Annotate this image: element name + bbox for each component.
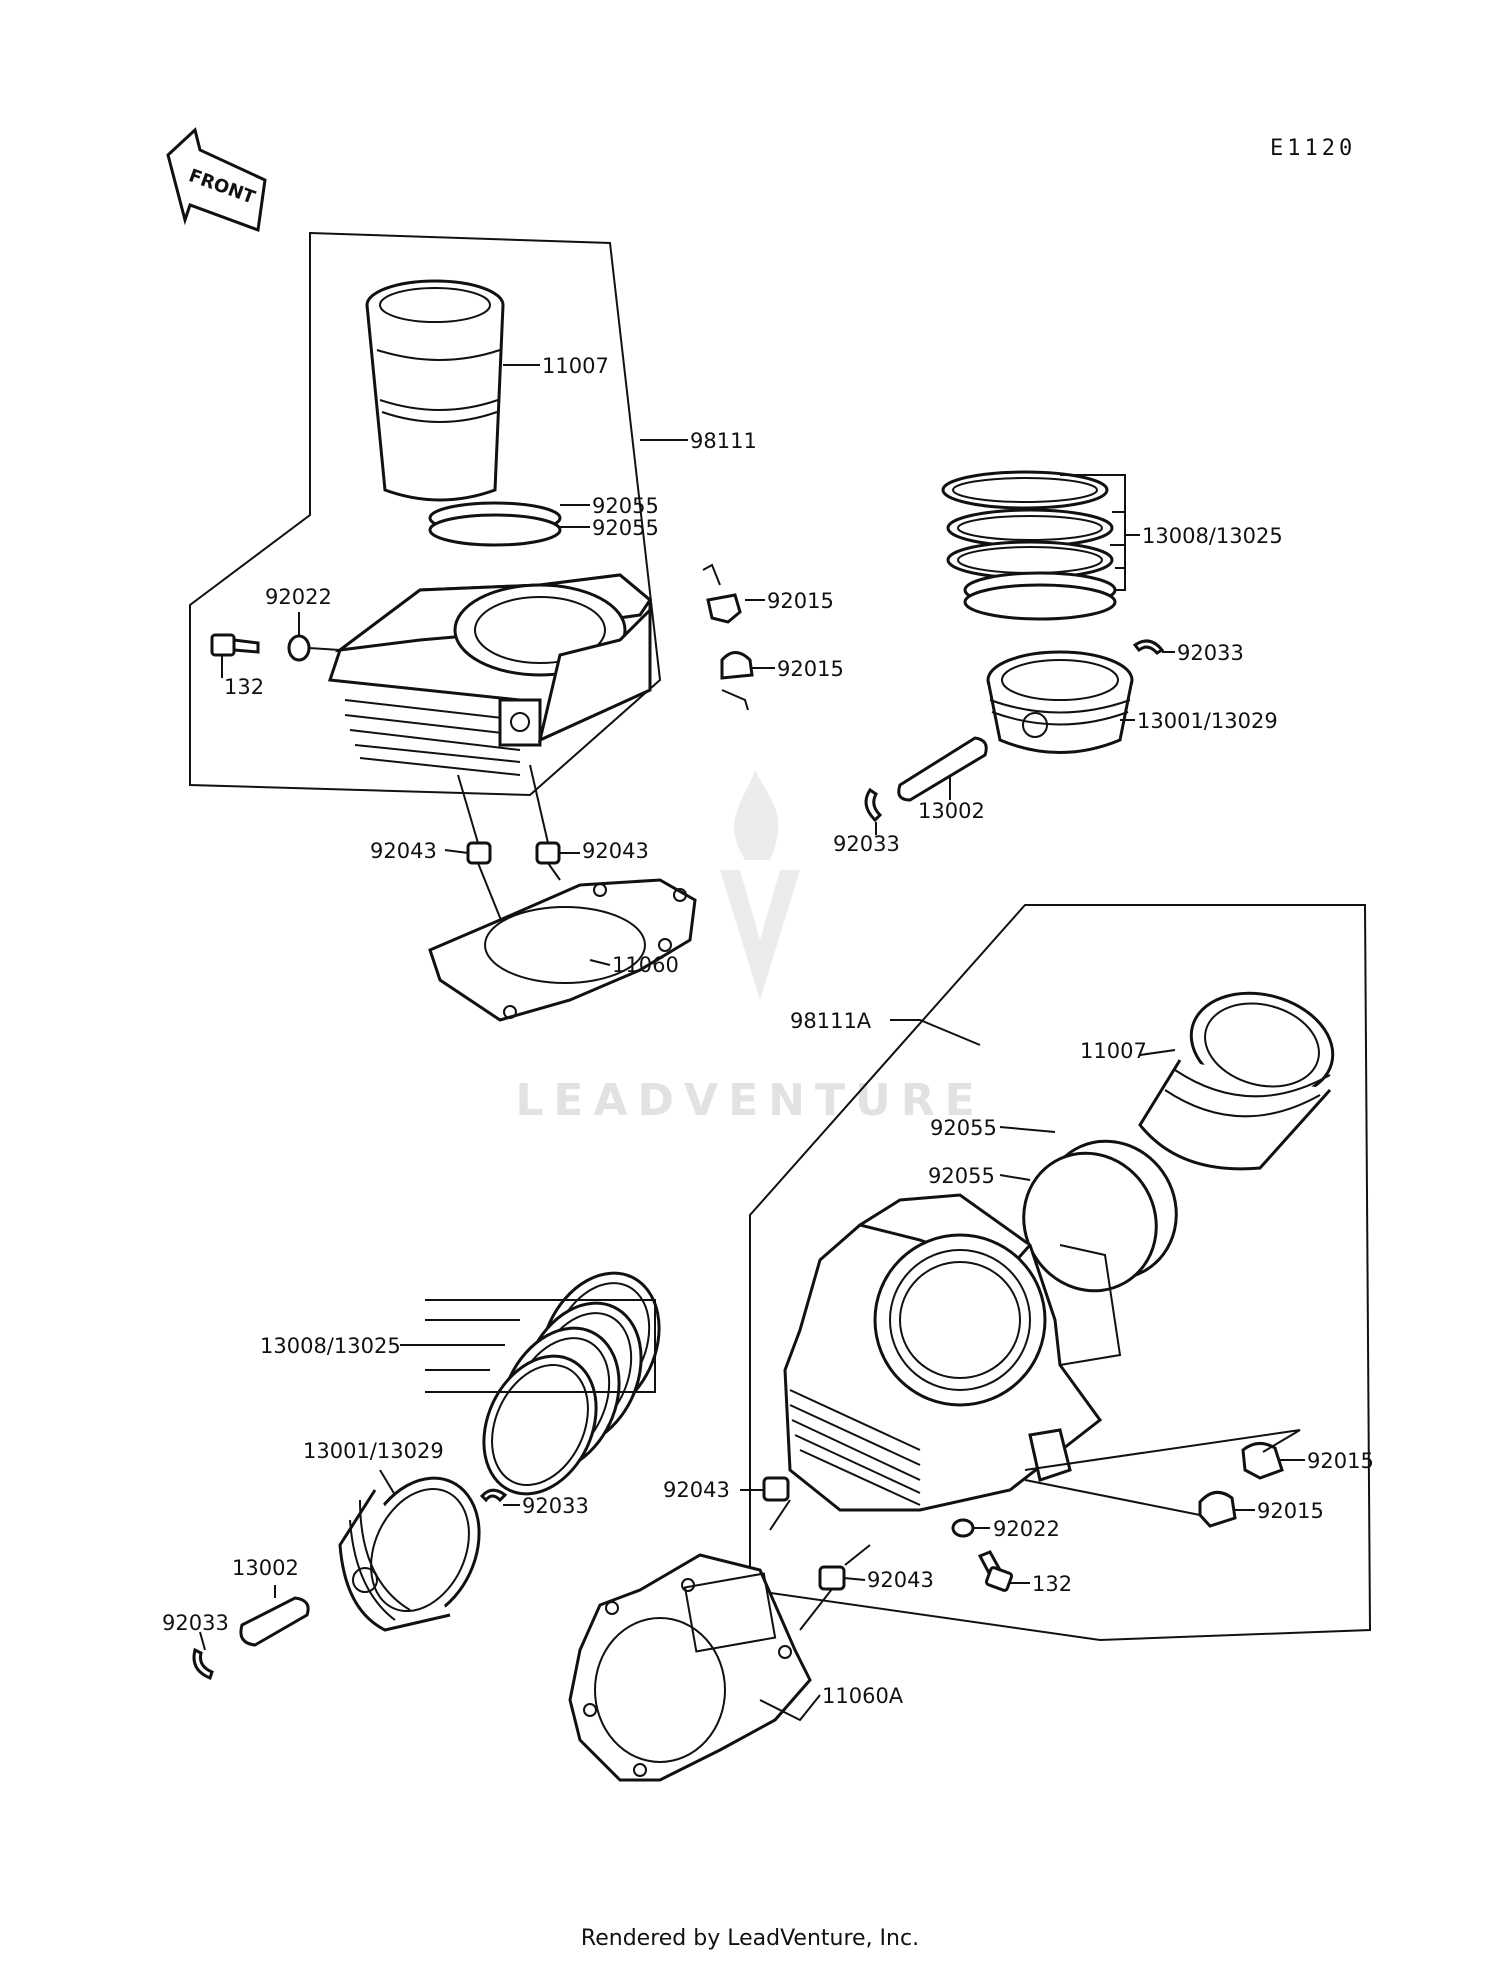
upper-cylinder-liner [365, 279, 505, 502]
label-lower-gasket: 11060A [822, 1684, 904, 1708]
lower-o-rings [1022, 1139, 1178, 1293]
label-lower-clip-right: 92033 [522, 1494, 589, 1518]
watermark-text: LEADVENTURE [515, 1075, 984, 1126]
label-upper-clip-left: 92033 [833, 832, 900, 856]
watermark: LEADVENTURE [515, 770, 984, 1126]
label-lower-dowel-2: 92043 [867, 1568, 934, 1592]
label-lower-oring-1: 92055 [930, 1116, 997, 1140]
label-lower-washer: 92022 [993, 1517, 1060, 1541]
label-upper-rings: 13008/13025 [1142, 524, 1283, 548]
label-upper-assembly: 98111 [690, 429, 757, 453]
label-upper-gasket: 11060 [612, 953, 679, 977]
upper-clip-left-icon [864, 787, 883, 823]
label-upper-clip-right: 92033 [1177, 641, 1244, 665]
upper-piston-rings [941, 470, 1117, 621]
lower-head-gasket [568, 1553, 812, 1782]
lower-piston-rings [482, 1271, 661, 1496]
upper-dowel-right-icon [535, 841, 561, 865]
lower-dowel-2-icon [818, 1565, 846, 1591]
lower-piston [338, 1476, 481, 1632]
label-upper-nut-1: 92015 [767, 589, 834, 613]
upper-cylinder-block [327, 573, 652, 776]
label-upper-liner: 11007 [542, 354, 609, 378]
diagram-code: E1120 [1270, 136, 1356, 161]
lower-clip-left-icon [192, 1647, 214, 1680]
label-lower-liner: 11007 [1080, 1039, 1147, 1063]
label-upper-pin: 13002 [918, 799, 985, 823]
label-lower-dowel-1: 92043 [663, 1478, 730, 1502]
upper-dowel-left-icon [466, 841, 492, 865]
upper-piston-pin-icon [897, 736, 988, 802]
label-lower-pin: 13002 [232, 1556, 299, 1580]
upper-bolt-icon [210, 633, 260, 657]
label-upper-oring-2: 92055 [592, 516, 659, 540]
upper-assembly-frame [189, 231, 662, 797]
upper-piston [986, 650, 1134, 754]
lower-piston-pin-icon [239, 1596, 310, 1647]
lower-cylinder-block [783, 1193, 1122, 1512]
upper-nut-1-icon [702, 563, 742, 624]
footer-credit: Rendered by LeadVenture, Inc. [581, 1926, 919, 1951]
label-upper-dowel-right: 92043 [582, 839, 649, 863]
label-lower-nut-1: 92015 [1307, 1449, 1374, 1473]
upper-o-rings [428, 501, 562, 547]
label-upper-piston: 13001/13029 [1137, 709, 1278, 733]
label-lower-bolt: 132 [1032, 1572, 1072, 1596]
lower-clip-right-icon [479, 1488, 508, 1503]
upper-head-gasket [428, 878, 697, 1022]
lower-bolt-icon [977, 1550, 1014, 1592]
label-upper-washer: 92022 [265, 585, 332, 609]
lower-cylinder-liner [1138, 991, 1335, 1171]
label-upper-oring-1: 92055 [592, 494, 659, 518]
upper-nut-2-icon [720, 651, 754, 711]
front-arrow-icon: FRONT [166, 127, 267, 233]
label-lower-oring-2: 92055 [928, 1164, 995, 1188]
label-lower-nut-2: 92015 [1257, 1499, 1324, 1523]
upper-clip-right-icon [1132, 639, 1165, 655]
lower-washer-icon [951, 1518, 975, 1538]
lower-nut-2-icon [1198, 1490, 1237, 1528]
label-lower-rings: 13008/13025 [260, 1334, 401, 1358]
label-upper-nut-2: 92015 [777, 657, 844, 681]
label-lower-clip-left: 92033 [162, 1611, 229, 1635]
upper-washer-icon [287, 634, 311, 662]
label-upper-dowel-left: 92043 [370, 839, 437, 863]
label-upper-bolt: 132 [224, 675, 264, 699]
label-lower-assembly: 98111A [790, 1009, 872, 1033]
lower-dowel-1-icon [762, 1476, 790, 1502]
lower-assembly-frame [749, 904, 1372, 1642]
label-lower-piston: 13001/13029 [303, 1439, 444, 1463]
lower-nut-1-icon [1241, 1442, 1284, 1480]
